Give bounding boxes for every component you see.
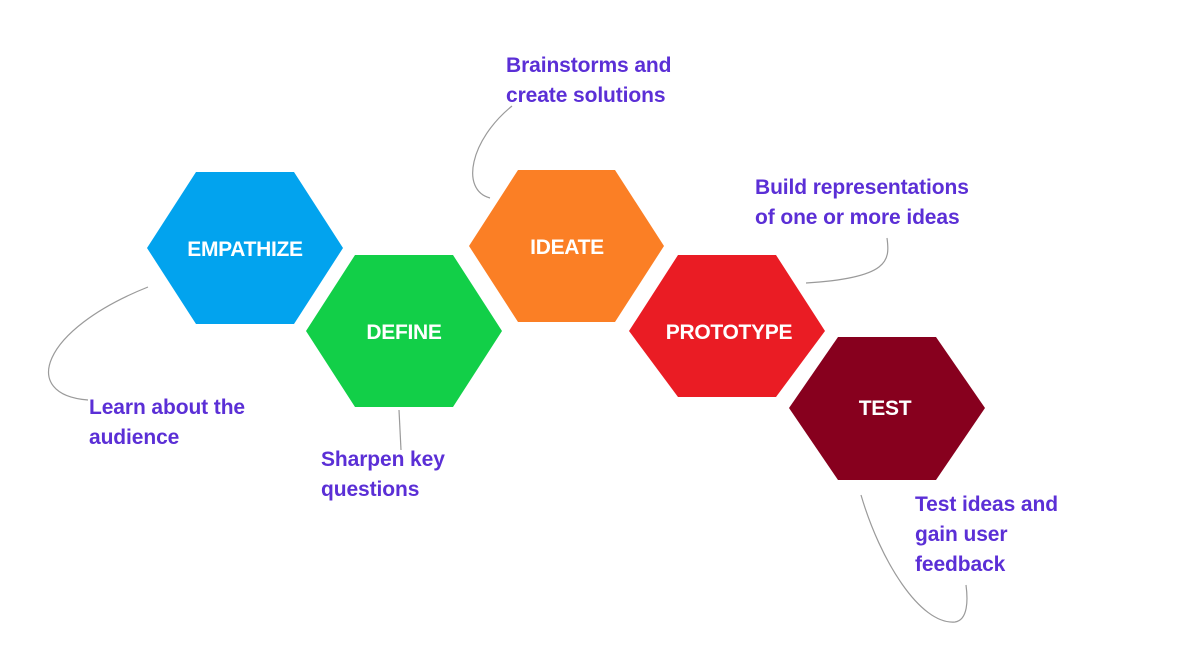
connector-ideate xyxy=(472,105,513,199)
hexagon-ideate: IDEATE xyxy=(469,170,664,322)
stage-label-define: DEFINE xyxy=(366,321,442,344)
note-empathize: Learn about the audience xyxy=(89,396,246,449)
stage-label-test: TEST xyxy=(859,397,912,420)
note-ideate: Brainstorms and create solutions xyxy=(506,54,672,107)
hexagon-prototype-shape xyxy=(629,255,825,397)
connector-define xyxy=(398,409,402,451)
stage-label-prototype: PROTOTYPE xyxy=(666,321,793,344)
connector-prototype xyxy=(805,237,889,284)
hexagon-prototype: PROTOTYPE xyxy=(629,255,825,397)
note-prototype: Build representations of one or more ide… xyxy=(755,176,969,229)
hexagon-test: TEST xyxy=(789,337,985,480)
hexagon-define: DEFINE xyxy=(306,255,502,407)
stage-label-ideate: IDEATE xyxy=(530,236,604,259)
note-test: Test ideas and gain user feedback xyxy=(915,493,1058,576)
note-define: Sharpen key questions xyxy=(321,448,445,501)
hexagon-ideate-shape xyxy=(469,170,664,322)
connector-empathize xyxy=(48,286,149,401)
hexagon-test-shape xyxy=(789,337,985,480)
hexagon-empathize-shape xyxy=(147,172,343,324)
connector-test xyxy=(860,494,968,623)
hexagon-empathize: EMPATHIZE xyxy=(147,172,343,324)
stage-label-empathize: EMPATHIZE xyxy=(187,238,303,261)
hexagon-define-shape xyxy=(306,255,502,407)
